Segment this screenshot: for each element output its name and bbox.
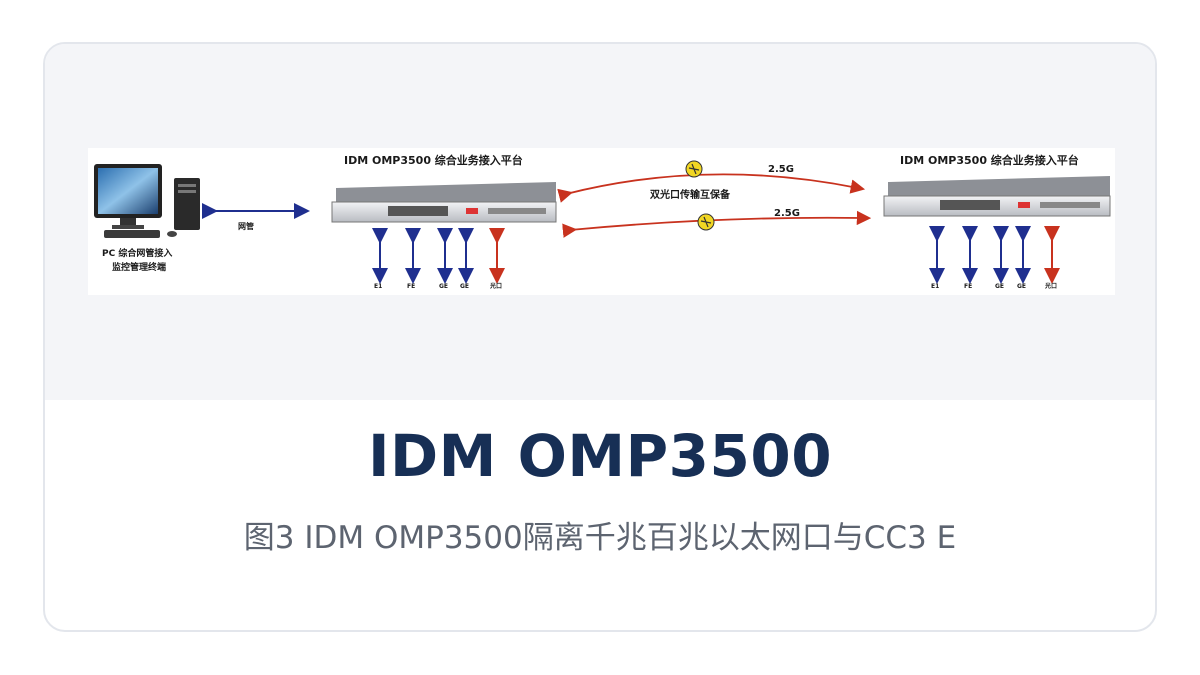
right-port-label-3: GE [995,283,1004,290]
left-port-label-3: GE [439,283,448,290]
figure-card: PC 综合网管接入 监控管理终端 网管 IDM OMP3500 综合业务接入平台 [43,42,1157,632]
card-title: IDM OMP3500 [367,422,833,490]
left-port-label-2: FE [407,283,415,290]
right-port-arrows [929,226,1060,284]
left-port-arrows [372,228,505,284]
left-port-label-5: 光口 [489,282,502,290]
left-device-label: IDM OMP3500 综合业务接入平台 [344,153,523,167]
pc-label-line1: PC 综合网管接入 [102,247,172,259]
right-device-icon [883,176,1111,217]
left-port-label-1: E1 [374,283,382,290]
right-port-label-5: 光口 [1044,282,1057,290]
figure-image-area: PC 综合网管接入 监控管理终端 网管 IDM OMP3500 综合业务接入平台 [45,44,1155,400]
pc-workstation-icon [94,164,200,238]
optical-link-top [557,173,866,203]
pc-label-line2: 监控管理终端 [112,261,166,273]
link-center-label: 双光口传输互保备 [650,188,731,201]
network-diagram: PC 综合网管接入 监控管理终端 网管 IDM OMP3500 综合业务接入平台 [88,148,1115,295]
right-device-label: IDM OMP3500 综合业务接入平台 [900,153,1079,167]
bottom-link-node-icon [697,213,715,231]
right-port-label-2: FE [964,283,972,290]
right-port-label-4: GE [1017,283,1026,290]
left-device-icon [331,182,557,223]
link-label-bottom: 2.5G [774,208,800,219]
top-link-node-icon [685,160,703,178]
card-caption: 图3 IDM OMP3500隔离千兆百兆以太网口与CC3 E [243,520,957,556]
left-port-label-4: GE [460,283,469,290]
optical-link-bottom [562,210,872,238]
right-port-label-1: E1 [931,283,939,290]
link-label-top: 2.5G [768,164,794,175]
pc-link-label: 网管 [238,221,254,231]
